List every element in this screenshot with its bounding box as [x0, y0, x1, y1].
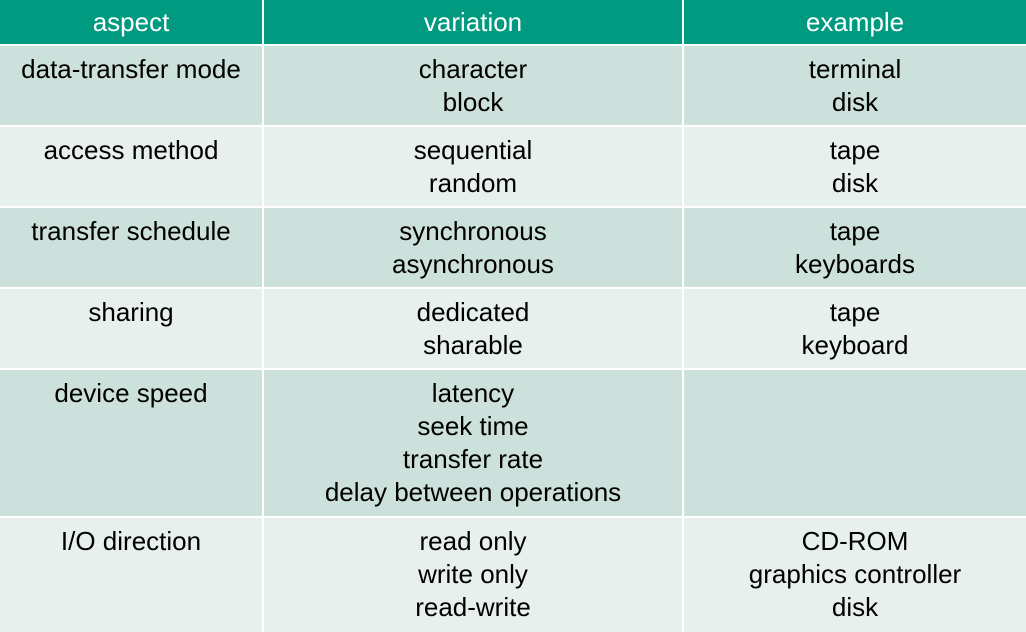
aspect-text: access method [43, 135, 219, 165]
example-text: disk [831, 168, 879, 198]
table-row-example: terminal disk [684, 46, 1026, 125]
table-row-variation: read only write only read-write [264, 518, 684, 632]
variation-text: read only [419, 526, 527, 556]
example-text: disk [831, 87, 879, 117]
table-row-example: tape keyboards [684, 208, 1026, 287]
variation-text: sequential [413, 135, 533, 165]
header-aspect: aspect [0, 0, 264, 44]
table-row-aspect: access method [0, 127, 264, 206]
aspect-text: device speed [54, 378, 208, 408]
variation-text: seek time [417, 411, 529, 441]
header-variation: variation [264, 0, 684, 44]
variation-text: synchronous [399, 216, 547, 246]
variation-text: latency [431, 378, 515, 408]
aspect-text: transfer schedule [31, 216, 231, 246]
table-row-aspect: data-transfer mode [0, 46, 264, 125]
example-text: CD-ROM [801, 526, 909, 556]
example-text: disk [831, 592, 879, 622]
header-example: example [684, 0, 1026, 44]
aspect-text: data-transfer mode [21, 54, 241, 84]
table-row-example: CD-ROM graphics controller disk [684, 518, 1026, 632]
example-text: tape [829, 135, 881, 165]
table-row-example: tape disk [684, 127, 1026, 206]
table-row-variation: latency seek time transfer rate delay be… [264, 370, 684, 516]
variation-text: transfer rate [402, 444, 544, 474]
example-text: keyboard [801, 330, 909, 360]
variation-text: read-write [415, 592, 531, 622]
table-row-aspect: transfer schedule [0, 208, 264, 287]
variation-text: random [428, 168, 518, 198]
aspect-text: I/O direction [60, 526, 202, 556]
variation-text: dedicated [416, 297, 530, 327]
variation-text: sharable [423, 330, 523, 360]
table-row-aspect: device speed [0, 370, 264, 516]
table-row-variation: dedicated sharable [264, 289, 684, 368]
variation-text: asynchronous [392, 249, 554, 279]
table-row-variation: sequential random [264, 127, 684, 206]
example-text: graphics controller [748, 559, 962, 589]
table-row-aspect: I/O direction [0, 518, 264, 632]
table-row-example: tape keyboard [684, 289, 1026, 368]
variation-text: character [418, 54, 528, 84]
table-row-variation: character block [264, 46, 684, 125]
aspect-text: sharing [88, 297, 174, 327]
table-row-example [684, 370, 1026, 516]
example-text: tape [829, 297, 881, 327]
example-text: terminal [808, 54, 902, 84]
example-text: keyboards [795, 249, 915, 279]
variation-text: write only [418, 559, 528, 589]
table-row-variation: synchronous asynchronous [264, 208, 684, 287]
variation-text: block [442, 87, 504, 117]
variation-text: delay between operations [324, 477, 622, 507]
table-row-aspect: sharing [0, 289, 264, 368]
example-text: tape [829, 216, 881, 246]
